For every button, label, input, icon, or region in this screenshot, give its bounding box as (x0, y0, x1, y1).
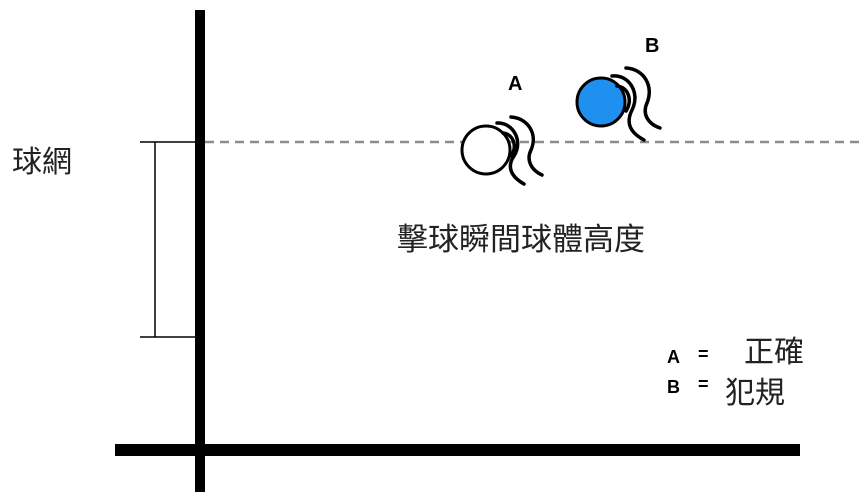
ball-b: B (575, 35, 662, 142)
legend-sep-a: = (698, 344, 709, 364)
net-label: 球網 (12, 145, 72, 180)
legend: A = 正確 B = 犯規 (667, 335, 804, 411)
hand-a-icon (495, 115, 544, 186)
ball-b-circle (575, 76, 627, 128)
net-height-bracket (140, 141, 196, 338)
legend-item-b: B = 犯規 (667, 374, 785, 411)
legend-value-a: 正確 (744, 335, 804, 370)
legend-sep-b: = (698, 374, 709, 394)
legend-key-b: B (667, 377, 680, 397)
legend-value-b: 犯規 (725, 376, 785, 411)
ball-a: A (460, 73, 544, 186)
hand-b-icon (610, 66, 662, 142)
ball-height-caption: 擊球瞬間球體高度 (397, 222, 645, 258)
ball-a-circle (460, 124, 512, 176)
ball-b-label: B (645, 35, 659, 57)
legend-key-a: A (667, 347, 680, 367)
ball-a-label: A (508, 73, 522, 95)
legend-item-a: A = 正確 (667, 335, 804, 370)
